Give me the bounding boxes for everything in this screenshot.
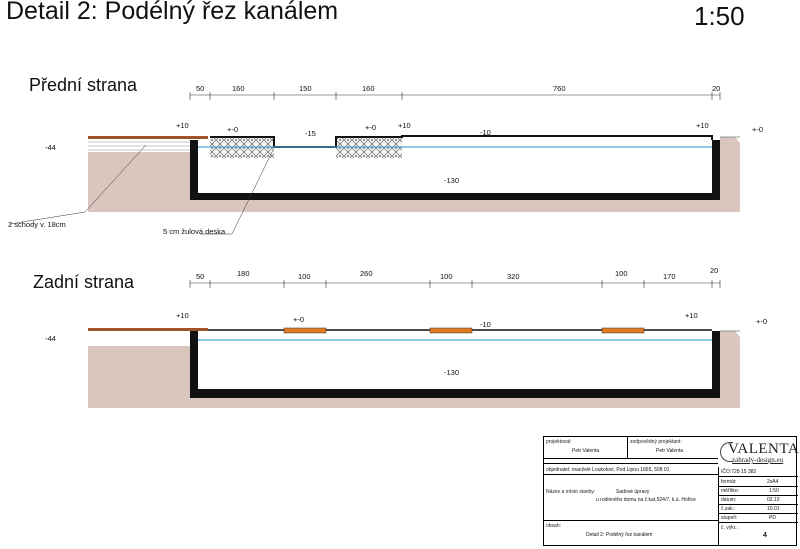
tb-obsah: Detail 2: Podélný řez kanálem (586, 532, 653, 538)
tb-obsah-label: obsah: (546, 523, 562, 529)
back-dim-180: 180 (237, 269, 250, 278)
tb-cvykr-label: č. výkr.: (721, 525, 738, 531)
back-dimension-line (189, 280, 721, 288)
tb-projektoval-cell: projektoval: Petr Valenta (544, 437, 628, 459)
front-earth (88, 137, 740, 212)
tb-row-meritko-value: 1:50 (769, 488, 779, 494)
tb-row-meritko-label: měřítko: (721, 488, 740, 494)
tb-ico-cell: IČO:728 15 382 (718, 467, 798, 477)
back-section-label: Zadní strana (33, 272, 135, 292)
back-dim-260: 260 (360, 269, 373, 278)
tb-cvykr-cell: č. výkr.: 4 (718, 523, 798, 545)
front-level-zero-right: +-0 (365, 123, 376, 132)
tb-zodpovedny-cell: zodpovědný projektant: Petr Valenta (628, 437, 718, 459)
logo-sub-text: zahrady-design.eu (732, 456, 784, 464)
back-level-zero: +-0 (293, 315, 304, 324)
logo-main-text: VALENTA (728, 441, 800, 457)
front-gravel-left (210, 138, 274, 158)
front-level-zero-far: +-0 (752, 125, 763, 134)
tb-zodpovedny-value: Petr Valenta (656, 448, 684, 454)
back-dim-50: 50 (196, 272, 204, 281)
tb-nazev: Sadové úpravy (616, 489, 650, 495)
back-level-p10-right: +10 (685, 311, 698, 320)
front-gravel-right (336, 138, 402, 158)
back-dim-320: 320 (507, 272, 520, 281)
tb-row-zak-label: č.zak.: (721, 506, 736, 512)
tb-nazev-label: Název a místo stavby: (546, 489, 596, 495)
front-note-slab: 5 cm žulová deska (163, 227, 226, 236)
title-block: projektoval: Petr Valenta zodpovědný pro… (543, 436, 800, 546)
back-paver-2 (429, 327, 473, 334)
front-level-p10-right: +10 (696, 121, 709, 130)
back-terrace-edge (88, 328, 208, 331)
tb-rows: formát: 2xA4 měřítko: 1:50 datum: 02.10 … (718, 477, 798, 523)
tb-obsah-cell: obsah: Detail 2: Podélný řez kanálem (544, 521, 718, 545)
front-top-slab (210, 135, 713, 148)
page-title: Detail 2: Podélný řez kanálem (6, 0, 339, 25)
tb-row-datum-label: datum: (721, 497, 737, 503)
back-level-m130: -130 (444, 368, 459, 377)
front-dim-760: 760 (553, 84, 566, 93)
tb-row-format-value: 2xA4 (767, 479, 779, 485)
front-level-m130: -130 (444, 176, 459, 185)
tb-ico: IČO:728 15 382 (721, 469, 757, 475)
front-channel-wall (190, 140, 720, 200)
valenta-logo: VALENTA zahrady-design.eu (720, 441, 800, 464)
back-dim-20: 20 (710, 266, 718, 275)
back-level-left: -44 (45, 334, 56, 343)
front-level-p10-mid: +10 (398, 121, 411, 130)
front-dim-150: 150 (299, 84, 312, 93)
front-level-left: -44 (45, 143, 56, 152)
back-dim-100c: 100 (615, 269, 628, 278)
back-channel-wall (190, 331, 720, 398)
back-level-zero-far: +-0 (756, 317, 767, 326)
back-dim-100a: 100 (298, 272, 311, 281)
front-terrace-edge (88, 136, 208, 139)
back-earth (88, 331, 740, 408)
back-dim-100b: 100 (440, 272, 453, 281)
front-level-m15: -15 (305, 129, 316, 138)
front-dim-20: 20 (712, 84, 720, 93)
front-level-m10: -10 (480, 128, 491, 137)
drawing-scale: 1:50 (694, 1, 745, 31)
front-level-zero-left: +-0 (227, 125, 238, 134)
back-paver-3 (601, 327, 645, 334)
back-paver-1 (283, 327, 327, 334)
tb-cvykr-value: 4 (763, 532, 767, 539)
tb-row-format-label: formát: (721, 479, 737, 485)
front-dim-160b: 160 (362, 84, 375, 93)
tb-misto: u rodinného domu na č.kat.524/7, k.ú. Ho… (596, 497, 696, 503)
back-dim-170: 170 (663, 272, 676, 281)
front-note-steps: 2 schody v. 18cm (8, 220, 66, 229)
tb-zodpovedny-label: zodpovědný projektant: (630, 439, 682, 445)
front-section-label: Přední strana (29, 75, 138, 95)
front-dimension-line (189, 92, 721, 100)
front-dim-50: 50 (196, 84, 204, 93)
tb-objednatel: objednatel: manželé Loukotovi, Pod Lipou… (546, 467, 670, 473)
tb-projektoval-value: Petr Valenta (572, 448, 600, 454)
tb-objednatel-cell: objednatel: manželé Loukotovi, Pod Lipou… (544, 463, 718, 475)
tb-row-stupen-label: stupeň: (721, 515, 738, 521)
back-level-p10-left: +10 (176, 311, 189, 320)
tb-row-zak-value: 10.01 (767, 506, 780, 512)
tb-nazev-cell: Název a místo stavby: Sadové úpravy u ro… (544, 475, 718, 521)
tb-row-datum-value: 02.10 (767, 497, 780, 503)
tb-projektoval-label: projektoval: (546, 439, 572, 445)
front-dim-160a: 160 (232, 84, 245, 93)
front-level-p10-left: +10 (176, 121, 189, 130)
back-level-m10: -10 (480, 320, 491, 329)
tb-row-stupen-value: PD (769, 515, 776, 521)
